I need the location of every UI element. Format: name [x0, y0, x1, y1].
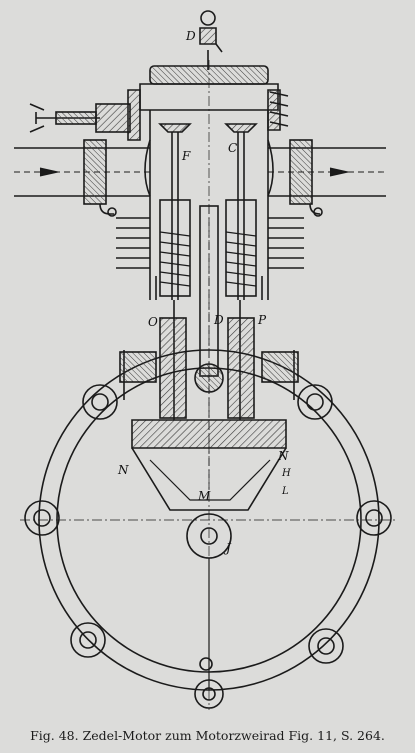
cylinder-body: [116, 110, 304, 300]
figure-caption: Fig. 48. Zedel-Motor zum Motorzweirad Fi…: [30, 728, 385, 743]
label-H: H: [281, 468, 291, 479]
valve-right: [224, 123, 258, 300]
horizontal-pipe: [14, 139, 386, 217]
tappet-guides: [159, 300, 255, 420]
label-M: M: [197, 489, 211, 503]
lug-left: [24, 500, 60, 536]
spark-plug: [29, 103, 131, 133]
label-D-top: D: [185, 29, 196, 43]
centre-lines: [20, 60, 398, 710]
top-cock: [199, 10, 223, 70]
cooling-fins-right: [268, 217, 304, 269]
label-F: F: [181, 149, 191, 163]
label-N-left: N: [117, 463, 129, 477]
label-D-rod: D: [213, 313, 224, 327]
lug-lower-right: [308, 628, 344, 664]
cylinder-head: [127, 65, 289, 141]
label-P: P: [257, 313, 267, 327]
cooling-fins-left: [116, 217, 150, 269]
label-L: L: [281, 486, 289, 497]
lug-upper-right: [297, 384, 333, 420]
label-J: J: [223, 541, 232, 555]
valve-left: [158, 123, 192, 300]
label-O: O: [148, 315, 158, 329]
label-N-right: N: [277, 449, 289, 463]
lug-upper-left: [82, 384, 118, 420]
engine-cross-section: D F C O D P N N H L M J: [14, 10, 398, 710]
label-C: C: [228, 141, 237, 155]
part-labels: D F C O D P N N H L M J: [117, 29, 291, 555]
lug-right: [356, 500, 392, 536]
lug-lower-left: [70, 622, 106, 658]
